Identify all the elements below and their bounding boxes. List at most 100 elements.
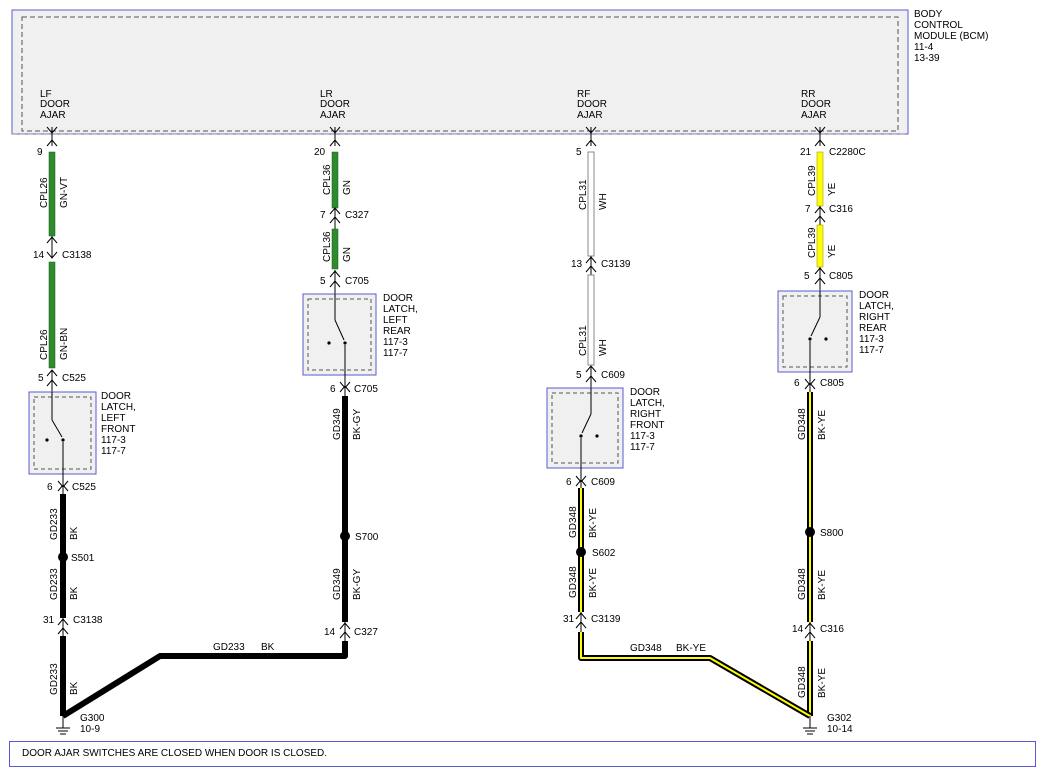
circuit-label: GD233 xyxy=(49,663,60,695)
wire-color-label: GN xyxy=(342,247,353,262)
circuit-label: CPL39 xyxy=(807,227,818,258)
connector-label: C805 xyxy=(820,378,844,389)
latch-label: 117-3 xyxy=(630,431,655,442)
splice-label: S700 xyxy=(355,532,379,543)
wire-color-label: GN xyxy=(342,180,353,195)
pin-number: 6 xyxy=(794,378,800,389)
branch-lr: LR DOOR AJAR 20 CPL36 GN 7 C327 CPL36 GN… xyxy=(213,89,418,653)
footnote: DOOR AJAR SWITCHES ARE CLOSED WHEN DOOR … xyxy=(9,741,1036,767)
splice-label: S800 xyxy=(820,528,844,539)
connector-label: C705 xyxy=(345,276,369,287)
wire-color-label: BK-GY xyxy=(352,409,363,440)
latch-label: DOOR xyxy=(383,293,413,304)
connector-label: C705 xyxy=(354,384,378,395)
wire-color-label: BK-YE xyxy=(817,570,828,600)
door-latch-lr xyxy=(302,293,377,376)
circuit-label: CPL26 xyxy=(39,329,50,360)
circuit-label: GD233 xyxy=(213,642,245,653)
latch-label: 117-7 xyxy=(859,345,884,356)
connector-label: C609 xyxy=(591,477,615,488)
wire-color-label: BK-YE xyxy=(817,668,828,698)
connector-label: C3139 xyxy=(601,259,631,270)
latch-label: REAR xyxy=(383,326,411,337)
pin-number: 13 xyxy=(571,259,583,270)
wire-color-label: WH xyxy=(598,339,609,356)
pin-label: DOOR xyxy=(40,99,70,110)
connector-label: C327 xyxy=(354,627,378,638)
latch-label: DOOR xyxy=(630,387,660,398)
door-latch-rf xyxy=(546,387,624,469)
pin-number: 5 xyxy=(320,276,326,287)
pin-number: 5 xyxy=(804,271,810,282)
wire-color-label: YE xyxy=(827,244,838,258)
wire-color-label: BK xyxy=(69,526,80,540)
pin-number: 14 xyxy=(324,627,336,638)
branch-rr: RR DOOR AJAR 21 C2280C CPL39 YE 7 C316 C… xyxy=(777,89,894,716)
pin-label: AJAR xyxy=(320,110,346,121)
circuit-label: GD233 xyxy=(49,568,60,600)
latch-label: LATCH, xyxy=(630,398,665,409)
wire-gd233-bk-bus xyxy=(61,641,348,719)
connector-label: C3139 xyxy=(591,614,621,625)
wire-color-label: BK-YE xyxy=(588,508,599,538)
connector-label: C525 xyxy=(72,482,96,493)
latch-label: 117-3 xyxy=(859,334,884,345)
pin-label: DOOR xyxy=(320,99,350,110)
latch-label: FRONT xyxy=(101,424,135,435)
splice-s800 xyxy=(805,527,815,537)
latch-label: 117-3 xyxy=(383,337,408,348)
circuit-label: CPL26 xyxy=(39,177,50,208)
circuit-label: GD348 xyxy=(568,506,579,538)
bcm-label-line: BODY xyxy=(914,9,943,20)
wire-color-label: BK-YE xyxy=(817,410,828,440)
pin-number: 7 xyxy=(805,204,811,215)
wire-color-label: BK xyxy=(69,681,80,695)
circuit-label: CPL36 xyxy=(322,164,333,195)
bcm-label-line: CONTROL xyxy=(914,20,963,31)
pin-label: LF xyxy=(40,89,52,100)
wire-cpl26-gn-bn xyxy=(48,261,56,369)
connector-label: C609 xyxy=(601,370,625,381)
connector-label: C3138 xyxy=(62,250,92,261)
bcm-module-box xyxy=(11,9,909,135)
pin-number: 6 xyxy=(47,482,53,493)
ground-g302: G302 10-14 xyxy=(803,713,853,735)
circuit-label: GD348 xyxy=(797,666,808,698)
wire-cpl31-wh xyxy=(587,274,595,366)
wire-color-label: GN-VT xyxy=(59,177,70,208)
wire-color-label: BK xyxy=(261,642,275,653)
circuit-label: CPL39 xyxy=(807,165,818,196)
bcm-module-label: BODY CONTROL MODULE (BCM) 11-4 13-39 xyxy=(914,9,988,64)
ground-label: G302 xyxy=(827,713,852,724)
wire-color-label: YE xyxy=(827,182,838,196)
connector-label: C525 xyxy=(62,373,86,384)
wire-color-label: WH xyxy=(598,193,609,210)
wire-cpl36-gn xyxy=(331,228,339,270)
pin-number: 5 xyxy=(576,147,582,158)
branch-rf: RF DOOR AJAR 5 CPL31 WH 13 C3139 CPL31 W… xyxy=(546,89,706,654)
pin-label: DOOR xyxy=(577,99,607,110)
pin-number: 5 xyxy=(38,373,44,384)
wire-color-label: BK-YE xyxy=(676,643,706,654)
latch-label: 117-7 xyxy=(383,348,408,359)
circuit-label: GD349 xyxy=(332,408,343,440)
circuit-label: GD349 xyxy=(332,568,343,600)
latch-label: LATCH, xyxy=(383,304,418,315)
circuit-label: CPL36 xyxy=(322,231,333,262)
connector-label: C2280C xyxy=(829,147,866,158)
latch-label: 117-7 xyxy=(101,446,126,457)
pin-label: DOOR xyxy=(801,99,831,110)
splice-s700 xyxy=(340,531,350,541)
wire-color-label: BK xyxy=(69,586,80,600)
circuit-label: GD233 xyxy=(49,508,60,540)
pin-number: 20 xyxy=(314,147,326,158)
circuit-label: GD348 xyxy=(797,408,808,440)
pin-number: 7 xyxy=(320,210,326,221)
circuit-label: GD348 xyxy=(797,568,808,600)
pin-number: 14 xyxy=(33,250,45,261)
door-latch-rr xyxy=(777,290,853,373)
bcm-module-inner xyxy=(21,16,899,132)
latch-label: LEFT xyxy=(383,315,407,326)
pin-number: 5 xyxy=(576,370,582,381)
